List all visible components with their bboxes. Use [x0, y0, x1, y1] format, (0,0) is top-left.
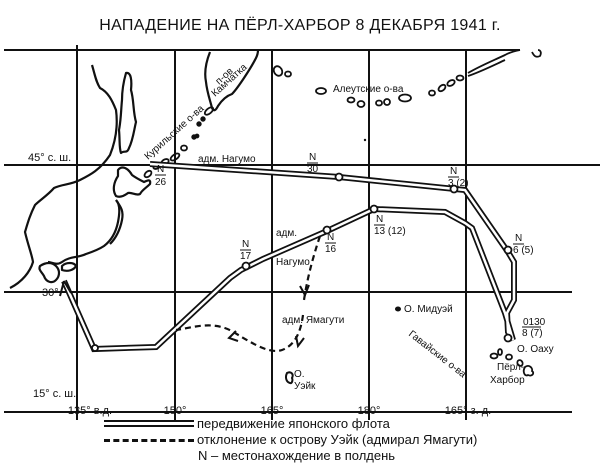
noon-label-26: N 26	[155, 164, 167, 188]
aleutian-islands	[272, 49, 542, 108]
svg-text:N: N	[450, 166, 457, 177]
label-nagumo-north: адм. Нагумо	[198, 154, 256, 165]
noon-label-13: N 13 (12)	[374, 214, 406, 237]
label-pearl-2: Харбор	[490, 374, 525, 386]
honshu-island	[47, 199, 121, 265]
svg-text:16: 16	[325, 244, 337, 255]
lon-label-180: 180°	[358, 405, 381, 417]
yamaguchi-diversion	[175, 235, 322, 353]
label-nagumo-south-2: Нагумо	[276, 257, 310, 268]
hokkaido-island	[112, 166, 152, 198]
svg-text:8 (7): 8 (7)	[522, 328, 543, 339]
noon-marker	[503, 333, 513, 343]
svg-text:0130: 0130	[523, 317, 546, 328]
lon-label-165: 165°	[261, 405, 284, 417]
lon-label-150: 150°	[164, 405, 187, 417]
graticule	[4, 45, 600, 420]
label-wake-1: О.	[294, 369, 305, 380]
label-hawaiian: Гавайские о-ва	[406, 329, 468, 381]
noon-markers	[91, 172, 513, 352]
noon-label-8: 0130 8 (7)	[522, 317, 546, 339]
noon-marker	[322, 225, 332, 235]
coastlines	[9, 49, 260, 289]
noon-marker	[503, 245, 513, 255]
noon-label-16: N 16	[325, 232, 337, 255]
dashed-line-symbol	[104, 432, 197, 448]
svg-text:17: 17	[240, 251, 252, 262]
svg-text:3 (2): 3 (2)	[448, 178, 469, 189]
svg-text:30: 30	[307, 164, 319, 175]
svg-text:26: 26	[155, 177, 167, 188]
noon-labels: N 26 N 30 N 3 (2) N 6 (5) 0130 8 (7) N 1…	[155, 152, 546, 339]
legend-noon-note: N – местонахождение в полдень	[198, 448, 396, 463]
asia-coast	[9, 64, 118, 289]
label-nagumo-south-1: адм.	[276, 228, 297, 239]
sakhalin-island	[117, 71, 138, 155]
noon-label-17: N 17	[240, 239, 252, 262]
lat-label-30: 30°	[42, 287, 59, 299]
svg-text:N: N	[242, 239, 249, 250]
legend-fleet-movement: передвижение японского флота	[104, 416, 477, 432]
kyushu-island	[38, 261, 61, 284]
wake-island	[285, 371, 294, 385]
double-line-symbol	[104, 416, 197, 432]
label-aleutian: Алеутские о-ва	[333, 84, 404, 95]
label-oahu: О. Оаху	[517, 344, 554, 355]
map-legend: передвижение японского флота отклонение …	[104, 416, 477, 464]
lat-label-15: 15° с. ш.	[33, 388, 76, 400]
fleet-route	[59, 161, 517, 353]
lon-label-165w: 165° з. д.	[445, 405, 491, 417]
label-wake-2: Уэйк	[294, 381, 316, 392]
noon-marker	[91, 344, 99, 352]
svg-text:13 (12): 13 (12)	[374, 226, 406, 237]
honshu-island-east	[109, 199, 124, 245]
legend-wake-diversion: отклонение к острову Уэйк (адмирал Ямагу…	[104, 432, 477, 448]
label-pearl-1: Пёрл-	[497, 362, 524, 373]
noon-marker	[449, 184, 459, 194]
lat-label-45: 45° с. ш.	[28, 152, 71, 164]
svg-text:N: N	[376, 214, 383, 225]
lon-label-135e-text: 135° в.д.	[68, 405, 112, 417]
label-midway: О. Мидуэй	[404, 304, 453, 315]
noon-marker	[369, 204, 379, 214]
midway-island	[395, 306, 401, 312]
noon-marker	[241, 261, 251, 271]
svg-text:N: N	[309, 152, 316, 163]
noon-label-30: N 30	[307, 152, 319, 175]
noon-label-6: N 6 (5)	[513, 233, 534, 256]
svg-text:6 (5): 6 (5)	[513, 245, 534, 256]
map-title: НАПАДЕНИЕ НА ПЁРЛ-ХАРБОР 8 ДЕКАБРЯ 1941 …	[99, 17, 501, 34]
noon-marker	[334, 172, 344, 182]
svg-text:N: N	[327, 232, 334, 243]
svg-text:N: N	[157, 164, 164, 175]
label-yamaguchi: адм. Ямагути	[282, 315, 344, 326]
aleutian-dot	[363, 138, 367, 142]
hawaiian-islands	[489, 348, 535, 377]
svg-text:N: N	[515, 233, 522, 244]
noon-label-3: N 3 (2)	[448, 166, 469, 189]
kamchatka-peninsula	[204, 49, 260, 112]
shikoku-island	[60, 261, 78, 272]
